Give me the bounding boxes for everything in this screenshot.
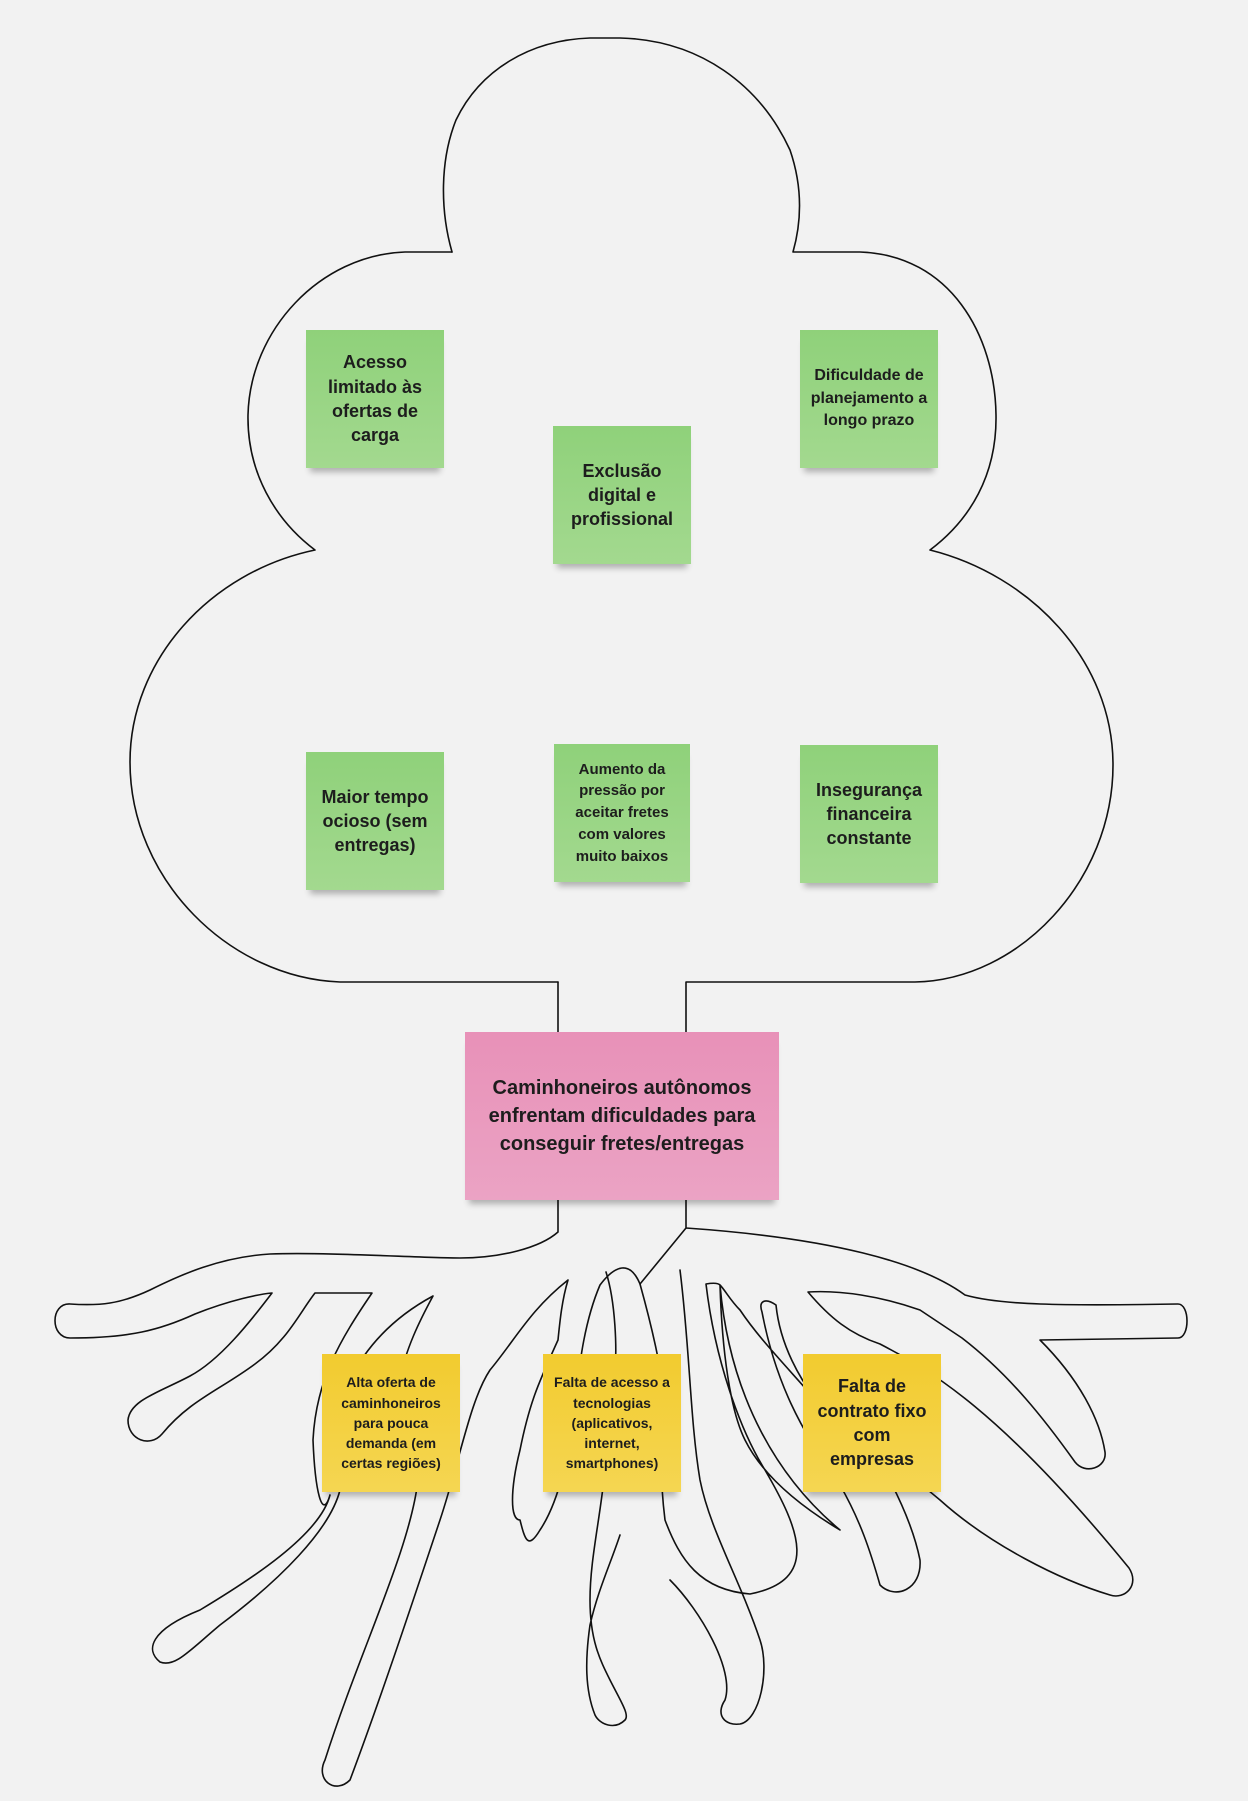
cause-text: Falta de acesso a tecnologias (aplicativ… bbox=[554, 1374, 670, 1472]
effect-note[interactable]: Maior tempo ocioso (sem entregas) bbox=[306, 752, 444, 890]
effect-note[interactable]: Exclusão digital e profissional bbox=[553, 426, 691, 564]
cause-note[interactable]: Falta de contrato fixo com empresas bbox=[803, 1354, 941, 1492]
cause-text: Falta de contrato fixo com empresas bbox=[817, 1376, 927, 1470]
tree-root-center-outline bbox=[585, 1271, 628, 1727]
effect-note[interactable]: Insegurança financeira constante bbox=[800, 745, 938, 883]
effect-note[interactable]: Aumento da pressão por aceitar fretes co… bbox=[554, 744, 690, 882]
cause-text: Alta oferta de caminhoneiros para pouca … bbox=[341, 1374, 441, 1472]
core-problem-note[interactable]: Caminhoneiros autônomos enfrentam dificu… bbox=[465, 1032, 779, 1200]
tree-canopy-outline bbox=[442, 37, 1188, 1597]
effect-text: Maior tempo ocioso (sem entregas) bbox=[321, 786, 429, 856]
core-problem-text: Caminhoneiros autônomos enfrentam dificu… bbox=[488, 1077, 756, 1155]
effect-text: Dificuldade de planejamento a longo praz… bbox=[810, 367, 928, 430]
effect-note[interactable]: Dificuldade de planejamento a longo praz… bbox=[800, 330, 938, 468]
effect-text: Acesso limitado às ofertas de carga bbox=[327, 352, 423, 446]
effect-note[interactable]: Acesso limitado às ofertas de carga bbox=[306, 330, 444, 468]
cause-note[interactable]: Falta de acesso a tecnologias (aplicativ… bbox=[543, 1354, 681, 1492]
tree-root-right-center-outline bbox=[669, 1269, 765, 1725]
tree-trunk-left-outline bbox=[129, 251, 559, 983]
effect-text: Aumento da pressão por aceitar fretes co… bbox=[575, 760, 669, 865]
effect-text: Exclusão digital e profissional bbox=[570, 460, 673, 530]
tree-trunk-roots-outline bbox=[54, 981, 641, 1787]
cause-note[interactable]: Alta oferta de caminhoneiros para pouca … bbox=[322, 1354, 460, 1492]
effect-text: Insegurança financeira constante bbox=[815, 779, 923, 849]
